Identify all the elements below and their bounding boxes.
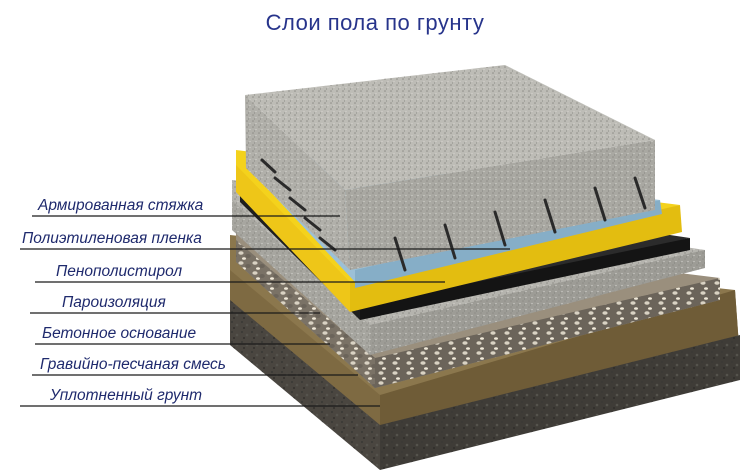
- label-gravel-sand: Гравийно-песчаная смесь: [40, 356, 226, 373]
- label-plastic-film: Полиэтиленовая пленка: [22, 230, 202, 247]
- label-vapor-barrier: Пароизоляция: [62, 294, 166, 311]
- label-concrete-base: Бетонное основание: [42, 325, 197, 342]
- label-reinforced-screed: Армированная стяжка: [38, 197, 204, 214]
- leader-lines: [20, 215, 510, 407]
- diagram-title: Слои пола по грунту: [265, 10, 485, 35]
- label-polystyrene: Пенополистирол: [56, 263, 183, 280]
- reinforced-screed-layer: [245, 65, 655, 272]
- label-compacted-soil: Уплотненный грунт: [50, 387, 203, 404]
